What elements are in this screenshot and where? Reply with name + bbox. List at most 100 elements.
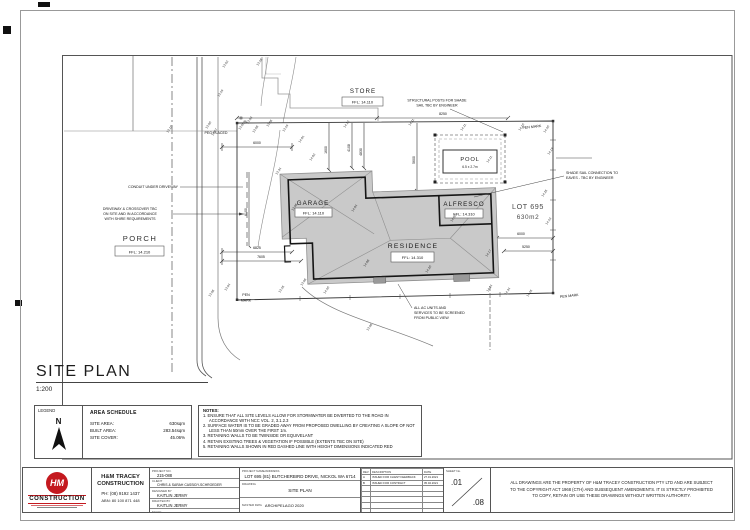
dimension-label: 1600	[324, 146, 328, 154]
revision-table: REV DESCRIPTION DATE A ISSUED FOR CLIENT…	[361, 467, 444, 513]
north-letter: N	[55, 417, 62, 426]
garage-ffl-box	[294, 207, 333, 218]
company-logo: HM CONSTRUCTION	[22, 467, 92, 513]
legend-panel: LEGEND N AREA SCHEDULE SITE AREA: 630sqm…	[34, 405, 192, 459]
spot-level: 14.14	[486, 284, 494, 293]
spot-level: 14.45	[526, 289, 534, 298]
spot-level: 14.17	[485, 249, 493, 258]
schedule-label: SITE AREA:	[90, 421, 114, 426]
pool	[433, 133, 507, 184]
sheet-slash-icon	[451, 477, 483, 507]
logo-tagline-bar	[37, 507, 77, 509]
shade-sail-post	[433, 133, 437, 137]
note-item: 3. RETAINING WALLS TO BE TWINSIDE OR EQU…	[203, 433, 314, 439]
spot-level: 14.10	[518, 123, 526, 132]
revision-row-empty	[361, 490, 443, 498]
spot-level: 13.96	[291, 203, 299, 212]
sheet-outer-border	[20, 10, 735, 521]
conduit-note: CONDUIT UNDER DRIVEWAY	[128, 185, 178, 189]
dimension-label: 6000	[517, 232, 525, 236]
spot-level: 13.56	[208, 289, 216, 298]
sheet-total: .08	[472, 498, 484, 507]
spot-level: 14.12	[343, 120, 351, 129]
spot-level: 13.48	[256, 58, 264, 67]
schedule-label: BUILT AREA:	[90, 428, 117, 434]
project-info-table: PROJECT No. 215-088 CLIENT CHRIS & SARAH…	[150, 467, 240, 513]
note-item: 2. SURFACE WATER IS TO BE GRADED AWAY FR…	[203, 423, 415, 434]
spot-level: 13.49	[217, 89, 225, 98]
shade-sail-post	[503, 180, 507, 184]
drawing-scale: 1:200	[36, 386, 53, 393]
legend-label: LEGEND	[38, 408, 56, 413]
ac-unit	[453, 273, 471, 282]
spot-level: 14.04	[351, 204, 359, 213]
porch-ffl-box	[114, 245, 165, 257]
schedule-value: 283.54sqm	[163, 428, 185, 434]
shade-sail-post	[503, 133, 507, 137]
schedule-row: SITE COVER: 45.06%	[90, 434, 185, 441]
company-details: H&M TRACEY CONSTRUCTION PH: (08) 9192 14…	[92, 467, 150, 513]
shade-sail-note: SHADE SAIL CONNECTION TO	[566, 171, 618, 175]
dimension-label: 7605	[257, 255, 265, 259]
shade-sail-post	[433, 180, 437, 184]
area-schedule: AREA SCHEDULE SITE AREA: 630sqm BUILT AR…	[83, 406, 191, 458]
notes-title: NOTES:	[203, 408, 219, 413]
structural-posts-note: STRUCTURAL POSTS FOR SHADE	[407, 99, 467, 103]
wall-outline	[287, 176, 495, 280]
copyright-text: ALL DRAWINGS ARE THE PROPERTY OF H&M TRA…	[510, 480, 713, 499]
ac-units-note: FROM PUBLIC VIEW	[414, 316, 449, 320]
store-label: STORE	[350, 88, 376, 95]
info-row: PROJECT No. 215-088	[150, 468, 239, 479]
north-arrow-icon	[51, 427, 66, 450]
spot-level: 14.02	[309, 153, 317, 162]
dimension-label: 6000	[253, 141, 261, 145]
driveway-note: ON SITE AND IN ACCORDANCE	[103, 212, 157, 216]
alfresco-label: ALFRESCO	[443, 201, 484, 208]
notes-panel: NOTES: 1. ENSURE THAT ALL SITE LEVELS AL…	[198, 405, 422, 457]
dimension-label: 4108	[347, 144, 351, 152]
info-row: SCALE A3 @ 1:200	[152, 509, 162, 513]
spot-level: 13.94	[224, 283, 232, 292]
drawing-title: SITE PLAN 1:200	[36, 363, 208, 393]
spot-level: 14.11	[486, 155, 494, 164]
garage-label: GARAGE	[297, 200, 329, 207]
ac-units-note: ALL AC UNITS AND	[414, 306, 447, 310]
spot-level: 14.34	[504, 287, 512, 296]
fold-mark	[38, 2, 50, 7]
store-ffl: FFL: 14.110	[352, 100, 374, 105]
revision-row-empty	[361, 507, 443, 512]
residence-label: RESIDENCE	[388, 243, 438, 250]
spot-level: 13.96	[366, 323, 374, 332]
project-name-box: PROJECT NAME/ADDRESS LOT 695 (81) BUTCHE…	[240, 467, 361, 513]
peg-placed-label: PEG PLACED	[205, 131, 228, 135]
pool-label: POOL	[460, 157, 479, 163]
ac-units-note: SERVICES TO BE SCREENED	[414, 311, 465, 315]
residence-ffl: FFL: 14.310	[402, 255, 424, 260]
company-phone: PH: (08) 9192 1437	[101, 491, 140, 497]
info-row: DESIGNED BY KAITLIN JERMY	[150, 488, 239, 499]
leader-lines	[173, 108, 565, 309]
revision-row-empty	[361, 485, 443, 492]
spot-level: 13.98	[300, 278, 308, 287]
logo-tagline-bar	[31, 504, 83, 507]
pool-size: 6.5 x 2.7m	[462, 165, 478, 169]
porch-ffl: FFL: 14.210	[129, 249, 151, 254]
sheet-number-label: SHEET No.	[446, 469, 461, 473]
note-item: 1. ENSURE THAT ALL SITE LEVELS ALLOW FOR…	[203, 413, 389, 424]
neighbour-outline-inner	[265, 57, 281, 75]
dimension-label: 5600	[412, 156, 416, 164]
driveway-note: DRIVEWAY & CROSSOVER TBC	[103, 207, 158, 211]
pool-water	[442, 149, 498, 174]
revision-row-empty	[361, 502, 443, 509]
pen-mark-label: PEN MARK	[522, 124, 542, 130]
company-name: H&M TRACEY	[101, 474, 140, 480]
structural-posts-note: SAIL TBC BY ENGINEER	[416, 104, 458, 108]
schedule-row: BUILT AREA: 283.54sqm	[90, 427, 185, 434]
spot-level: 13.47	[211, 128, 219, 137]
fold-mark	[15, 300, 22, 306]
boundary-ticks	[299, 139, 592, 301]
info-row: CLIENT CHRIS & SARAH CASSIDY-SCHROEDER	[150, 479, 239, 488]
dimension-label: 6825	[253, 246, 261, 250]
project-address-row: PROJECT NAME/ADDRESS LOT 695 (81) BUTCHE…	[240, 468, 360, 481]
